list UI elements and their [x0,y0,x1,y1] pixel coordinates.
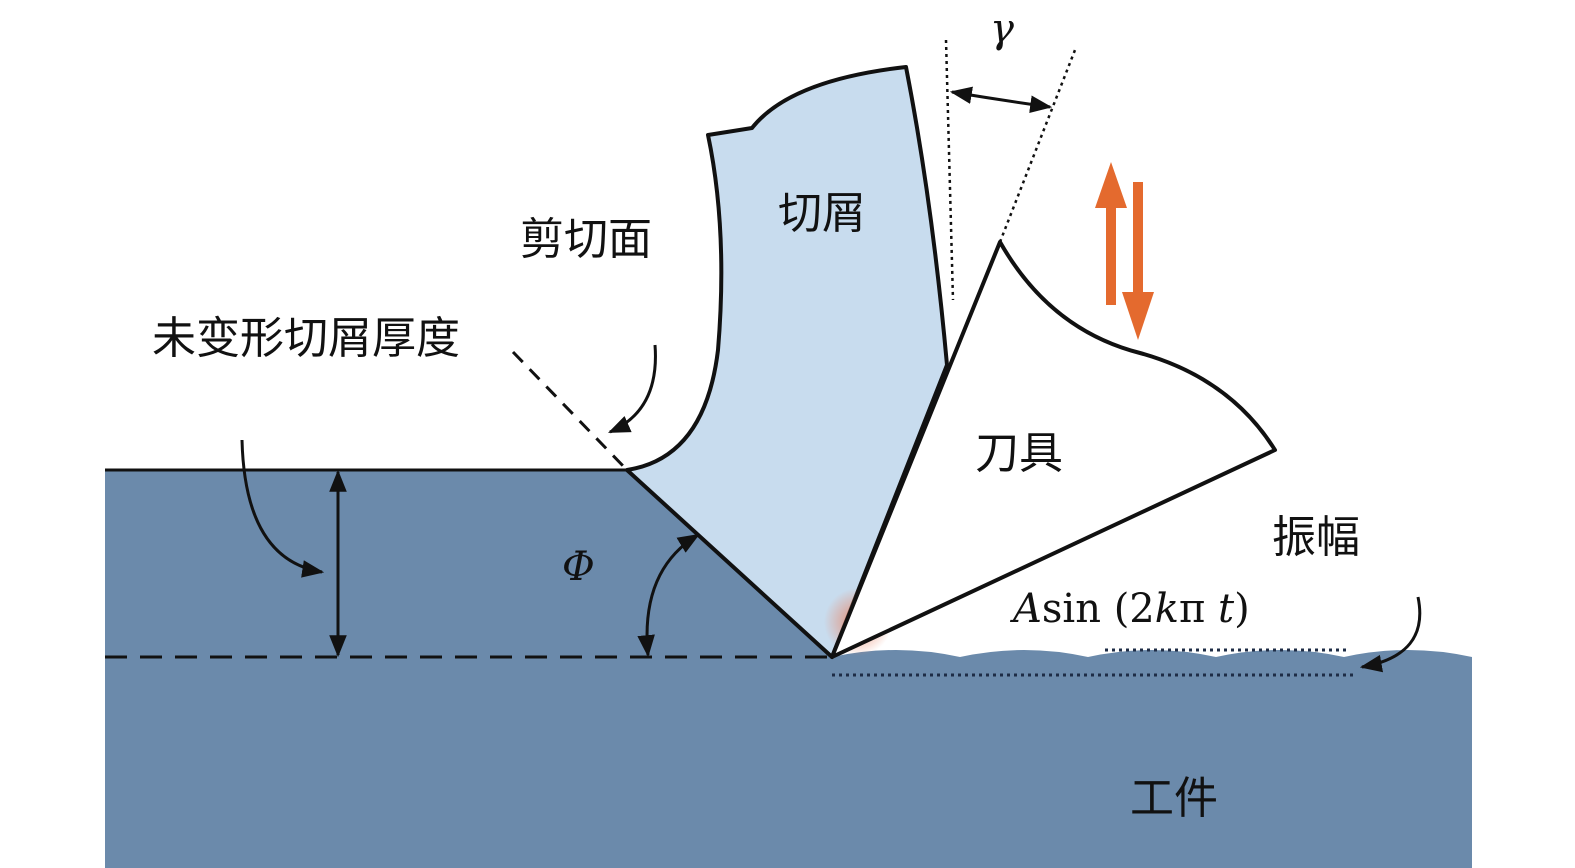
vertical-reference-line [944,39,955,301]
label-undeformed-chip-thickness: 未变形切屑厚度 [152,313,460,364]
amplitude-formula: Asin (2kπ t) [1009,586,1250,632]
vibration-down-arrow [1122,182,1154,340]
shear-plane-line [511,350,629,472]
amplitude-leader-arrow [1359,596,1422,673]
label-amplitude: 振幅 [1272,512,1360,563]
label-shear-angle: Φ [562,544,595,590]
vibration-up-arrow [1095,162,1127,305]
shear-plane-leader-arrow [607,344,657,434]
thickness-leader-arrow [240,439,325,578]
rake-face-extension-line [998,49,1077,243]
workpiece-body [105,470,1472,868]
vibration-arrows [1095,162,1154,340]
formula-a: A [1009,586,1042,632]
rake-angle-arc [949,86,1053,113]
formula-sin: sin (2 [1042,586,1155,632]
formula-close: ) [1234,586,1250,632]
tool-body [830,240,1277,659]
label-workpiece: 工件 [1130,773,1218,824]
formula-t: t [1218,586,1235,632]
formula-pi: π [1179,586,1218,632]
chip-body [625,65,949,659]
label-rake-angle: γ [990,6,1014,52]
shear-angle-arc [637,533,700,658]
label-chip: 切屑 [778,188,866,239]
label-shear-plane: 剪切面 [520,214,652,265]
formula-k: k [1155,586,1179,632]
label-tool: 刀具 [975,428,1063,479]
